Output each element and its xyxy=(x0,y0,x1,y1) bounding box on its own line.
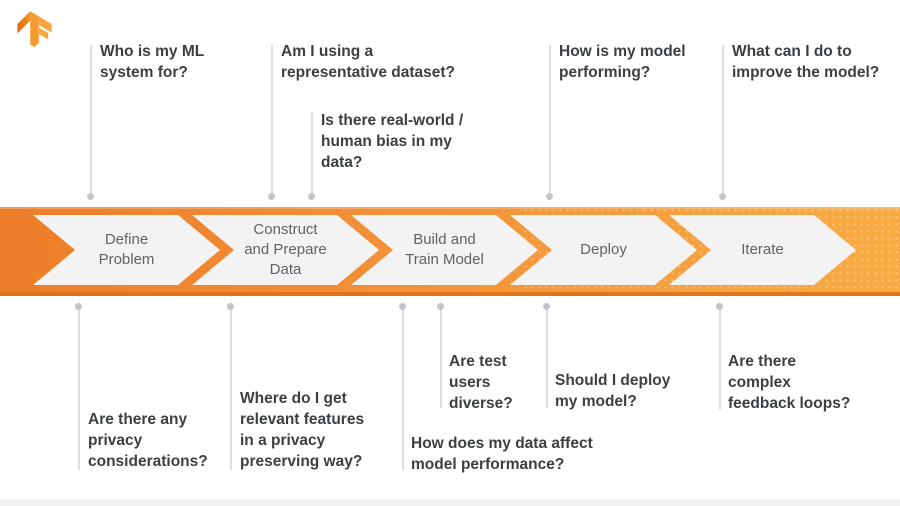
logo-stem xyxy=(30,11,39,48)
stage-label: Construct and Prepare Data xyxy=(244,221,327,278)
logo-mid-bar xyxy=(38,27,49,40)
leader-line xyxy=(546,310,548,408)
leader-line xyxy=(719,310,721,410)
bottom-edge-strip xyxy=(0,499,900,506)
leader-line xyxy=(311,112,313,193)
stage-label: Build and Train Model xyxy=(405,231,484,268)
leader-line xyxy=(549,45,551,193)
leader-dot xyxy=(546,193,553,200)
leader-line xyxy=(402,310,404,470)
stage-chevron-build-train-model: Build and Train Model xyxy=(351,215,538,285)
question-improve-the-model: What can I do to improve the model? xyxy=(732,43,880,81)
question-test-users-diverse: Are test users diverse? xyxy=(449,353,513,412)
leader-dot xyxy=(716,303,723,310)
leader-dot xyxy=(719,193,726,200)
tensorflow-logo-icon xyxy=(17,11,52,48)
question-privacy-preserving-features: Where do I get relevant features in a pr… xyxy=(240,390,365,470)
leader-line xyxy=(78,310,80,470)
leader-dot xyxy=(268,193,275,200)
stage-chevron-iterate: Iterate xyxy=(669,215,856,285)
leader-dot xyxy=(87,193,94,200)
question-data-affect-performance: How does my data affect model performanc… xyxy=(411,435,593,473)
question-complex-feedback-loops: Are there complex feedback loops? xyxy=(728,353,851,412)
stage-chevron-construct-prepare-data: Construct and Prepare Data xyxy=(192,215,379,285)
leader-dot xyxy=(399,303,406,310)
leader-dot xyxy=(437,303,444,310)
stage-chevron-deploy: Deploy xyxy=(510,215,697,285)
logo-top-bar xyxy=(38,16,52,33)
stage-chevron-define-problem: Define Problem xyxy=(33,215,220,285)
process-band: Define Problem Construct and Prepare Dat… xyxy=(0,207,900,296)
leader-line xyxy=(230,310,232,470)
leader-line xyxy=(722,45,724,193)
leader-line xyxy=(90,45,92,193)
leader-dot xyxy=(543,303,550,310)
question-real-world-human-bias: Is there real-world / human bias in my d… xyxy=(321,112,464,171)
leader-dot xyxy=(308,193,315,200)
logo-left-arm xyxy=(17,11,31,34)
leader-dot xyxy=(227,303,234,310)
stage-label: Define Problem xyxy=(98,231,155,268)
question-model-performing: How is my model performing? xyxy=(559,43,686,81)
question-representative-dataset: Am I using a representative dataset? xyxy=(281,43,456,81)
question-who-is-my-ml-system-for: Who is my ML system for? xyxy=(100,43,205,81)
question-should-i-deploy: Should I deploy my model? xyxy=(555,372,671,410)
stage-label: Iterate xyxy=(741,241,784,258)
leader-line xyxy=(271,45,273,193)
leader-dot xyxy=(75,303,82,310)
stage-label: Deploy xyxy=(580,241,627,258)
question-privacy-considerations: Are there any privacy considerations? xyxy=(88,411,208,470)
leader-line xyxy=(440,310,442,408)
